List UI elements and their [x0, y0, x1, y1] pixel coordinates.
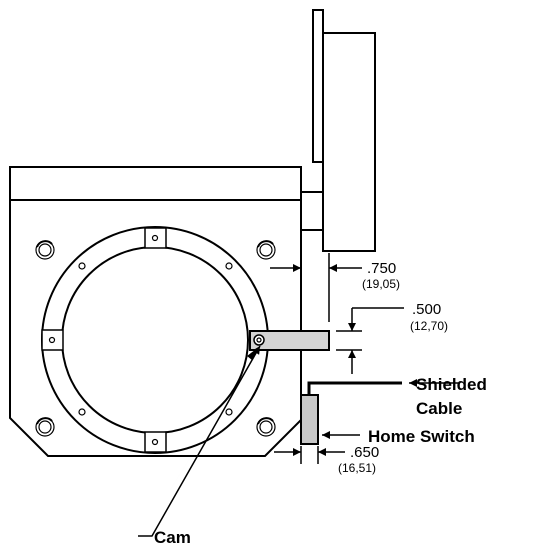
tab-top: [144, 227, 167, 249]
tab-bottom: [144, 431, 167, 453]
home-switch-body: [300, 394, 319, 445]
screw-top-left: [35, 240, 55, 260]
cam-screw: [253, 334, 265, 346]
cam-label: Cam: [154, 528, 191, 547]
tab-left: [41, 329, 64, 351]
shielded-label-line2: Cable: [416, 399, 462, 418]
dim-500-mm: (12,70): [410, 319, 448, 333]
cam-arrow-dummy: [169, 345, 261, 491]
cam-leader: [138, 345, 261, 537]
shielded-cable: [307, 381, 402, 395]
plate-body: [322, 32, 376, 252]
cam-bar: [249, 330, 330, 351]
plate-edge: [312, 9, 324, 163]
ring-inner: [61, 246, 249, 434]
screw-bottom-right: [256, 417, 276, 437]
screw-top-right: [256, 240, 276, 260]
cam-leader-arrowhead: [247, 346, 260, 360]
ring-bolt-holes: [78, 262, 233, 416]
dimension-lines: [270, 253, 404, 464]
dim-750-mm: (19,05): [362, 277, 400, 291]
switch-box: [300, 394, 319, 445]
rotary-ring: [41, 226, 269, 454]
mounting-plate: [300, 9, 376, 252]
tab-holes: [48, 234, 159, 446]
cam-flag: [249, 330, 330, 351]
home-switch-label: Home Switch: [368, 427, 475, 446]
corner-screws: [35, 240, 276, 437]
dim-500-inches: .500: [412, 301, 441, 318]
ring-clamp-tabs: [41, 227, 167, 453]
screw-bottom-left: [35, 417, 55, 437]
dim-750-inches: .750: [367, 260, 396, 277]
dim-650-mm: (16,51): [338, 461, 376, 475]
leader-lines: [138, 345, 458, 537]
plate-spacer: [300, 191, 324, 231]
shielded-label-line1: Shielded: [416, 375, 487, 394]
dim-650-inches: .650: [350, 444, 379, 461]
